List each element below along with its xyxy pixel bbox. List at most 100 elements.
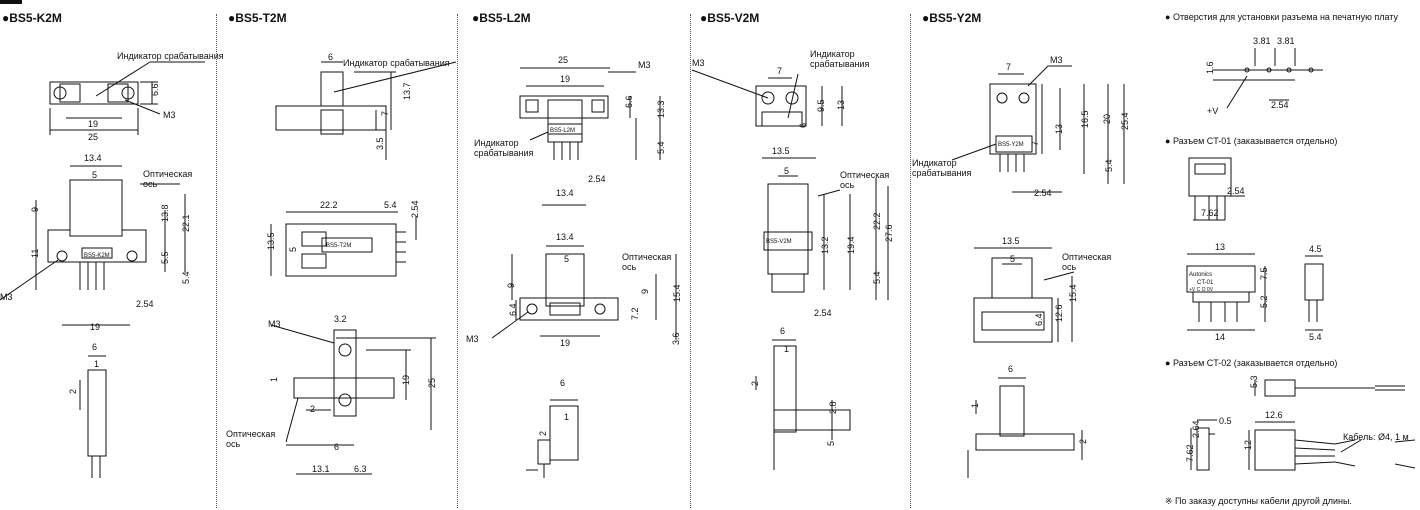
dim-label: 13 (836, 100, 846, 110)
indicator-label: Индикатор (912, 158, 957, 168)
dim-label: 12.6 (1265, 410, 1283, 420)
optical-axis-label: Оптическая (1062, 252, 1111, 262)
dim-label: 15.4 (672, 284, 682, 302)
m3-label: M3 (0, 292, 13, 302)
dim-label: 5.3 (1249, 375, 1259, 388)
model-title-v2m: ●BS5-V2M (700, 11, 760, 25)
dim-label: 2 (750, 381, 760, 386)
dim-label: 9 (640, 289, 650, 294)
optical-axis-label: ось (226, 439, 241, 449)
dim-label: 6 (334, 442, 339, 452)
dim-label: 1 (784, 344, 789, 354)
dim-label: 6.4 (508, 303, 518, 316)
drawing-bs5-v2m: 7 9.5 6 13 13.5 5 13.2 19.4 22.2 27.6 5.… (691, 49, 894, 470)
dim-label: 12 (1243, 440, 1253, 450)
dim-label: 13.8 (160, 204, 170, 222)
dim-label: 25.4 (1120, 112, 1130, 130)
dim-label: 6 (328, 52, 333, 62)
dim-label: 2.54 (136, 299, 154, 309)
dim-label: 7 (380, 111, 390, 116)
dim-label: 6 (560, 378, 565, 388)
optical-axis-label: ось (622, 262, 637, 272)
dim-label: 5 (92, 170, 97, 180)
drawing-bs5-l2m: 25 19 6.6 13.3 5.4 2.54 13.4 13.4 5 9 6.… (466, 55, 682, 478)
dim-label: 5.4 (181, 271, 191, 284)
dim-label: 19 (560, 74, 570, 84)
dim-label: 1 (564, 412, 569, 422)
dim-label: 6.6 (624, 95, 634, 108)
indicator-label: Индикатор (810, 49, 855, 59)
dim-label: 6 (92, 342, 97, 352)
optical-axis-label: Оптическая (622, 252, 671, 262)
dim-label: 19.4 (846, 236, 856, 254)
dim-label: 15.4 (1068, 284, 1078, 302)
dim-label: 1.6 (1205, 61, 1215, 74)
dim-label: 2 (538, 431, 548, 436)
dim-label: 22.2 (872, 212, 882, 230)
dim-label: 1 (94, 359, 99, 369)
panel-bs5-v2m: ●BS5-V2M (691, 0, 910, 510)
separator (910, 14, 911, 508)
indicator-label: срабатывания (912, 168, 972, 178)
ct01-pins: +V C O 0V (1189, 287, 1214, 293)
dim-label: 2.54 (1034, 188, 1052, 198)
m3-label: M3 (692, 58, 705, 68)
model-title-t2m: ●BS5-T2M (228, 11, 287, 25)
dim-label: 13.7 (402, 82, 412, 100)
dim-label: 7.2 (630, 307, 640, 320)
model-badge-t2m: BS5-T2M (326, 243, 351, 249)
drawing-bs5-y2m: 7 7 13 16.5 20 25.4 5.4 2.54 13.5 5 12.6… (912, 55, 1130, 478)
dim-label: 1 (269, 377, 279, 382)
optical-axis-label: ось (1062, 262, 1077, 272)
dim-label: 9.5 (816, 99, 826, 112)
dim-label: 5.2 (1259, 295, 1269, 308)
dim-label: 2.54 (1271, 100, 1289, 110)
dim-label: 2 (68, 389, 78, 394)
cable-label: Кабель: Ø4, 1 м (1343, 432, 1409, 442)
dim-label: 6.6 (150, 83, 160, 96)
indicator-label: Индикатор срабатывания (117, 51, 224, 61)
dim-label: 25 (88, 132, 98, 142)
m3-label: M3 (1050, 55, 1063, 65)
model-badge-l2m: BS5-L2M (550, 128, 575, 134)
pcb-plusv-label: +V (1207, 106, 1218, 116)
dim-label: 19 (90, 322, 100, 332)
m3-label: M3 (163, 110, 176, 120)
dim-label: 13.4 (556, 188, 574, 198)
dim-label: 13.5 (1002, 236, 1020, 246)
dim-label: 13.5 (772, 146, 790, 156)
dim-label: 9 (30, 207, 40, 212)
model-title-k2m: ●BS5-K2M (2, 11, 62, 25)
dim-label: 2.54 (1227, 186, 1245, 196)
dim-label: 5.4 (656, 141, 666, 154)
dim-label: 7.5 (1259, 267, 1269, 280)
ct01-title: ● Разъем CT-01 (заказывается отдельно) (1165, 136, 1338, 146)
dim-label: 5 (1010, 254, 1015, 264)
dim-label: 16.5 (1080, 110, 1090, 128)
dim-label: 13.3 (656, 100, 666, 118)
dim-label: 2 (310, 404, 315, 414)
pcb-holes-title: ● Отверстия для установки разъема на печ… (1165, 12, 1399, 22)
footnote: ※ По заказу доступны кабели другой длины… (1165, 496, 1352, 506)
indicator-label: срабатывания (474, 148, 534, 158)
dim-label: 5 (288, 247, 298, 252)
dim-label: 2.64 (1191, 420, 1201, 438)
drawing-bs5-k2m: 6.6 19 25 13.4 5 9 11 13.8 22.1 5.5 5.4 … (0, 51, 224, 478)
dim-label: 5 (784, 166, 789, 176)
m3-label: M3 (268, 319, 281, 329)
dim-label: 13.5 (266, 232, 276, 250)
ct02-title: ● Разъем CT-02 (заказывается отдельно) (1165, 358, 1338, 368)
panel-bs5-t2m: ●BS5-T2M (226, 0, 457, 510)
model-badge-v2m: BS5-V2M (766, 239, 792, 245)
ct01-name: CT-01 (1197, 280, 1214, 286)
ct01-brand: Autonics (1189, 272, 1212, 278)
top-bar (0, 0, 22, 4)
indicator-label: срабатывания (810, 59, 870, 69)
dim-label: 25 (558, 55, 568, 65)
dim-label: 13.4 (84, 153, 102, 163)
model-badge-k2m: BS5-K2M (84, 253, 110, 259)
dim-label: 19 (88, 119, 98, 129)
dim-label: 4.5 (1309, 244, 1322, 254)
dim-label: 13 (1054, 124, 1064, 134)
separator (457, 14, 458, 508)
